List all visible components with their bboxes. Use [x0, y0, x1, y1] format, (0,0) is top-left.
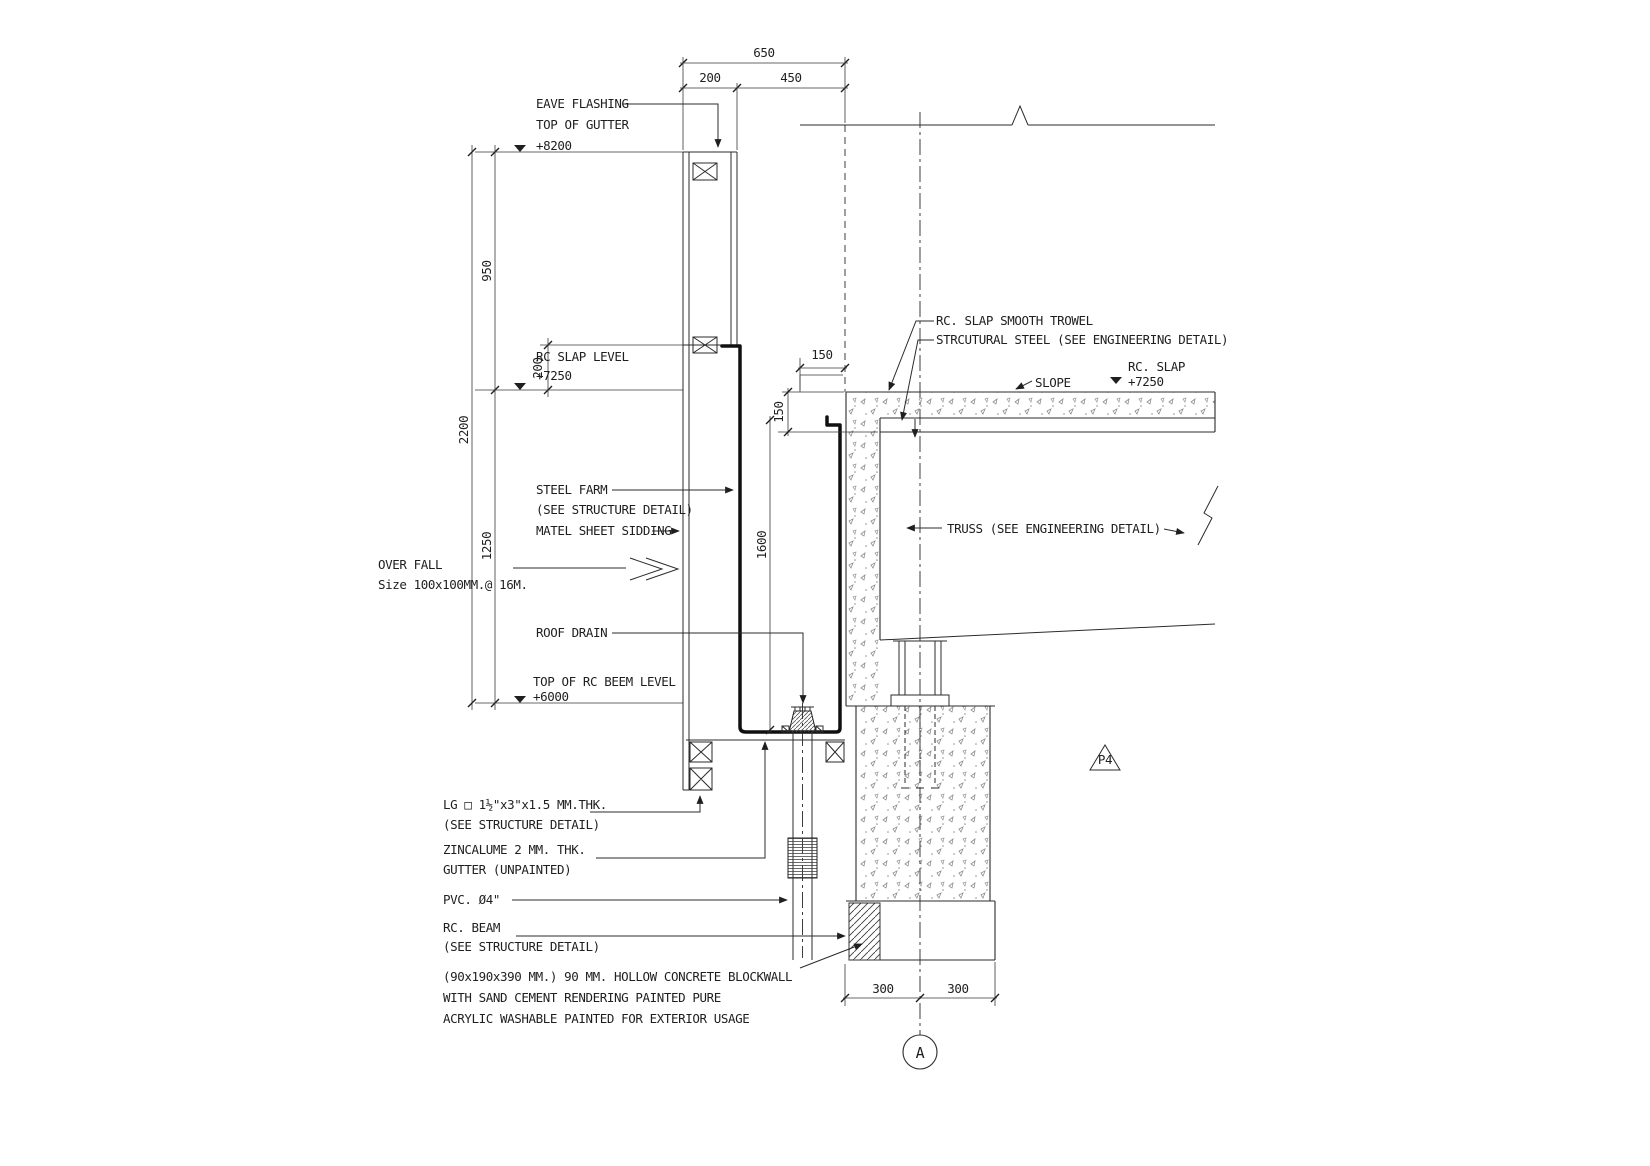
dim-200-top: 200 [699, 70, 720, 85]
concrete-structure [845, 391, 1216, 961]
truss-break-symbol [1197, 485, 1219, 546]
label-blockwall-1: (90x190x390 MM.) 90 MM. HOLLOW CONCRETE … [443, 969, 792, 984]
top-dim-lines [680, 62, 848, 89]
upper-structure-lines [800, 104, 1215, 1035]
dim-450: 450 [780, 70, 801, 85]
label-rc-beam: RC. BEAM [443, 920, 500, 935]
dim-650: 650 [753, 45, 774, 60]
label-top-of-gutter-level: +8200 [536, 138, 572, 153]
dim-300-right: 300 [947, 981, 968, 996]
level-triangle-rc-slap [1110, 377, 1122, 384]
right-dimension-group: 150 150 1600 300 300 [754, 347, 1000, 1006]
level-triangle-7250 [514, 383, 526, 390]
gutter-lip-flashing [799, 374, 843, 392]
label-zincalume-spec: ZINCALUME 2 MM. THK. [443, 842, 586, 857]
steel-column-section [893, 640, 947, 695]
dim-2200: 2200 [456, 416, 471, 445]
dim-150v-lines [778, 388, 878, 436]
label-top-of-rc-beem-value: +6000 [533, 689, 569, 704]
dim-1600: 1600 [754, 531, 769, 560]
label-steel-farm: STEEL FARM [536, 482, 607, 497]
label-top-of-rc-beem: TOP OF RC BEEM LEVEL [533, 674, 676, 689]
zincalume-gutter-profile [720, 344, 842, 734]
dim-950: 950 [479, 260, 494, 281]
over-fall-chevron-1 [629, 557, 664, 581]
dim-300-ticks [840, 993, 1000, 1003]
dim-150v-ticks [783, 387, 793, 437]
p4-marker-triangle [1089, 744, 1121, 771]
dim-150-vertical: 150 [771, 401, 786, 422]
wall-panel-lines [682, 151, 845, 791]
label-rc-slap-level-value: +7250 [536, 368, 572, 383]
concrete-upstand-stipple [846, 415, 880, 706]
leader-smooth-trowel [888, 320, 934, 391]
leader-zincalume [596, 741, 769, 859]
roof-drain-assembly [781, 703, 824, 960]
leader-eave-flashing [622, 103, 722, 148]
leader-roof-drain [612, 632, 807, 704]
leader-truss-right [1163, 528, 1185, 535]
dim-1250: 1250 [479, 532, 494, 561]
label-p4: P4 [1098, 752, 1112, 767]
label-over-fall: OVER FALL [378, 557, 442, 572]
truss-bottom-chord [879, 623, 1216, 641]
left-dim-ticks [467, 147, 553, 708]
label-zincalume-note: GUTTER (UNPAINTED) [443, 862, 571, 877]
label-structural-steel: STRCUTURAL STEEL (SEE ENGINEERING DETAIL… [936, 332, 1228, 347]
level-lines [475, 151, 683, 704]
left-dim-lines [471, 145, 549, 710]
bottom-annotations: LG □ 1½"x3"x1.5 MM.THK. (SEE STRUCTURE D… [443, 741, 863, 1026]
leader-slope [1015, 380, 1033, 390]
leader-blockwall [799, 943, 863, 969]
dim-150-horizontal: 150 [811, 347, 832, 362]
leader-lg [590, 795, 704, 813]
label-slope: SLOPE [1035, 375, 1071, 390]
level-triangle-6000 [514, 696, 526, 703]
left-annotations: STEEL FARM (SEE STRUCTURE DETAIL) MATEL … [378, 103, 807, 704]
label-rc-slap-value: +7250 [1128, 374, 1164, 389]
pipe-coupling [787, 837, 818, 879]
label-steel-farm-note: (SEE STRUCTURE DETAIL) [536, 502, 693, 517]
label-blockwall-2: WITH SAND CEMENT RENDERING PAINTED PURE [443, 990, 721, 1005]
drain-body [788, 710, 817, 733]
label-rc-slap: RC. SLAP [1128, 359, 1185, 374]
label-lg-spec: LG □ 1½"x3"x1.5 MM.THK. [443, 797, 607, 812]
frame-cross-boxes [689, 162, 845, 791]
section-mark-circle [902, 1034, 938, 1070]
blockwall-hatch [848, 902, 881, 961]
label-rc-slap-level: RC SLAP LEVEL [536, 349, 629, 364]
label-lg-note: (SEE STRUCTURE DETAIL) [443, 817, 600, 832]
label-pvc: PVC. Ø4" [443, 892, 500, 907]
label-matel-sheet-sidding: MATEL SHEET SIDDING [536, 523, 671, 538]
label-blockwall-3: ACRYLIC WASHABLE PAINTED FOR EXTERIOR US… [443, 1011, 749, 1026]
section-mark-letter: A [916, 1044, 925, 1062]
label-eave-flashing: EAVE FLASHING [536, 96, 629, 111]
level-marks-left: EAVE FLASHING TOP OF GUTTER +8200 RC SLA… [475, 96, 683, 704]
dim-300-left: 300 [872, 981, 893, 996]
label-rc-beam-note: (SEE STRUCTURE DETAIL) [443, 939, 600, 954]
over-fall-chevron-2 [645, 557, 680, 581]
rc-slab-stipple [846, 392, 1215, 415]
leader-structural-steel [900, 339, 934, 421]
right-annotations: RC. SLAP SMOOTH TROWEL STRCUTURAL STEEL … [888, 313, 1229, 771]
top-dimension-group: 650 200 450 [678, 45, 850, 150]
level-triangle-8200 [514, 145, 526, 152]
upper-break-symbol [1011, 104, 1029, 126]
dim-1600-ticks [765, 415, 775, 735]
label-truss: TRUSS (SEE ENGINEERING DETAIL) [947, 521, 1161, 536]
label-over-fall-size: Size 100x100MM.@ 16M. [378, 577, 528, 592]
drain-flanges [781, 725, 824, 733]
label-roof-drain: ROOF DRAIN [536, 625, 607, 640]
rc-column-stipple [856, 706, 990, 901]
label-top-of-gutter: TOP OF GUTTER [536, 117, 630, 132]
dim-200-left: 200 [530, 357, 545, 378]
steel-frame-wall-panel [682, 151, 845, 791]
label-rc-slap-smooth-trowel: RC. SLAP SMOOTH TROWEL [936, 313, 1093, 328]
section-mark-group: A [902, 1034, 938, 1070]
